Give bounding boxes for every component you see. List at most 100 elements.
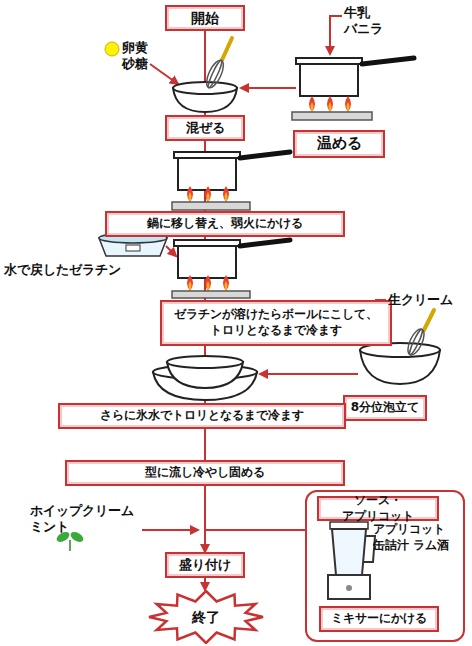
flow-connector: [204, 429, 206, 460]
gelatin-sheet: [126, 245, 140, 251]
flow-connector: [204, 486, 206, 552]
flame-outer: [345, 96, 351, 112]
blender-base: [328, 575, 370, 599]
step-text: ゼラチンが溶けたらボールにこして、 トロリとなるまで冷ます: [162, 307, 390, 338]
ingredient-arrow: [166, 246, 176, 256]
process-box: さらに氷水でトロリとなるまで冷ます: [58, 403, 346, 429]
flame-icon: [309, 96, 315, 112]
flame-icon: [205, 275, 211, 291]
flame-outer: [327, 96, 333, 112]
process-box: 8分位泡立て: [343, 395, 427, 421]
pot-rim: [296, 58, 362, 64]
flow-connector: [204, 141, 206, 211]
ingredient-label: 牛乳 バニラ: [344, 5, 396, 38]
flame-inner: [207, 192, 210, 202]
bowl-rim: [167, 356, 243, 368]
stove-icon: [292, 112, 372, 120]
flow-arrow: [142, 529, 198, 531]
flame-outer: [205, 186, 211, 202]
flow-connector: [204, 346, 206, 403]
flow-arrow: [241, 87, 296, 89]
flame-inner: [347, 102, 350, 112]
process-box: 型に流し冷やし固める: [65, 460, 345, 486]
bowl-icon: [173, 88, 237, 112]
flow-connector: [204, 237, 206, 300]
flame-inner: [189, 192, 192, 202]
process-box: ソース・アプリコット: [317, 496, 439, 521]
pot-handle: [240, 240, 290, 246]
step-text: 8分位泡立て: [351, 400, 419, 416]
step-text: ミキサーにかける: [331, 611, 427, 627]
flow-connector: [204, 31, 206, 115]
step-text: 温める: [317, 134, 362, 154]
whisk-loop: [206, 59, 223, 88]
star-shape: [149, 591, 263, 643]
pot-rim: [174, 240, 240, 246]
end-star: 終了: [148, 590, 264, 644]
flame-outer: [223, 275, 229, 291]
step-text: 開始: [191, 9, 219, 27]
ingredient-arrow: [150, 64, 178, 84]
ingredient-label: 生クリーム: [388, 292, 468, 308]
flow-connector: [205, 530, 305, 552]
pot-icon: [178, 156, 236, 190]
ingredient-label: 卵黄 砂糖: [122, 40, 164, 73]
process-box: 開始: [165, 5, 245, 31]
flame-icon: [187, 186, 193, 202]
bowl-rim: [173, 82, 237, 94]
step-text: 混ぜる: [186, 120, 225, 137]
flame-outer: [187, 275, 193, 291]
pot-handle: [240, 152, 290, 158]
mint-stem: [69, 540, 71, 551]
flame-outer: [309, 96, 315, 112]
process-box: 盛り付け: [165, 552, 245, 578]
flame-outer: [223, 186, 229, 202]
step-text: ソース・アプリコット: [319, 493, 437, 524]
whisk-loop: [408, 328, 424, 355]
pot-handle: [362, 58, 414, 64]
group-box: アプリコット 缶詰汁 ラム酒ソース・アプリコットミキサーにかける: [305, 490, 465, 642]
flame-outer: [205, 275, 211, 291]
process-box: 混ぜる: [165, 115, 245, 141]
pot-icon: [300, 62, 358, 96]
step-text: 型に流し冷やし固める: [145, 465, 265, 481]
flame-inner: [225, 281, 228, 291]
flame-icon: [327, 96, 333, 112]
process-box: 鍋に移し替え、弱火にかける: [105, 211, 345, 237]
flame-inner: [329, 102, 332, 112]
flame-inner: [311, 102, 314, 112]
process-box: ミキサーにかける: [319, 606, 439, 632]
bowl-icon: [167, 362, 243, 388]
flame-icon: [205, 186, 211, 202]
step-text: さらに氷水でトロリとなるまで冷ます: [100, 408, 304, 424]
flame-inner: [207, 281, 210, 291]
step-text: 盛り付け: [179, 557, 231, 574]
blender-button: [346, 585, 352, 591]
blender-lid: [330, 522, 368, 529]
flame-inner: [189, 281, 192, 291]
flame-icon: [187, 275, 193, 291]
step-text: 終了: [192, 608, 220, 626]
flame-icon: [345, 96, 351, 112]
ice-bowl: [153, 372, 257, 400]
process-box: ゼラチンが溶けたらボールにこして、 トロリとなるまで冷ます: [160, 300, 392, 346]
mint-leaf: [69, 530, 85, 544]
stove-icon: [172, 202, 250, 210]
flow-connector: [204, 578, 206, 590]
ingredient-label: 水で戻したゼラチン: [4, 262, 144, 278]
flame-outer: [187, 186, 193, 202]
whisk-handle: [424, 310, 434, 330]
flame-inner: [225, 192, 228, 202]
ingredient-label: ホイップクリーム ミント: [30, 503, 150, 536]
blender-jar: [332, 529, 366, 575]
step-text: 鍋に移し替え、弱火にかける: [147, 216, 303, 232]
flow-arrow: [260, 373, 358, 375]
yolk-icon: [105, 42, 119, 56]
pot-rim: [174, 152, 240, 158]
whisk-handle: [222, 38, 232, 60]
flame-icon: [223, 186, 229, 202]
ingredient-arrow: [330, 16, 342, 54]
stove-icon: [172, 291, 250, 298]
